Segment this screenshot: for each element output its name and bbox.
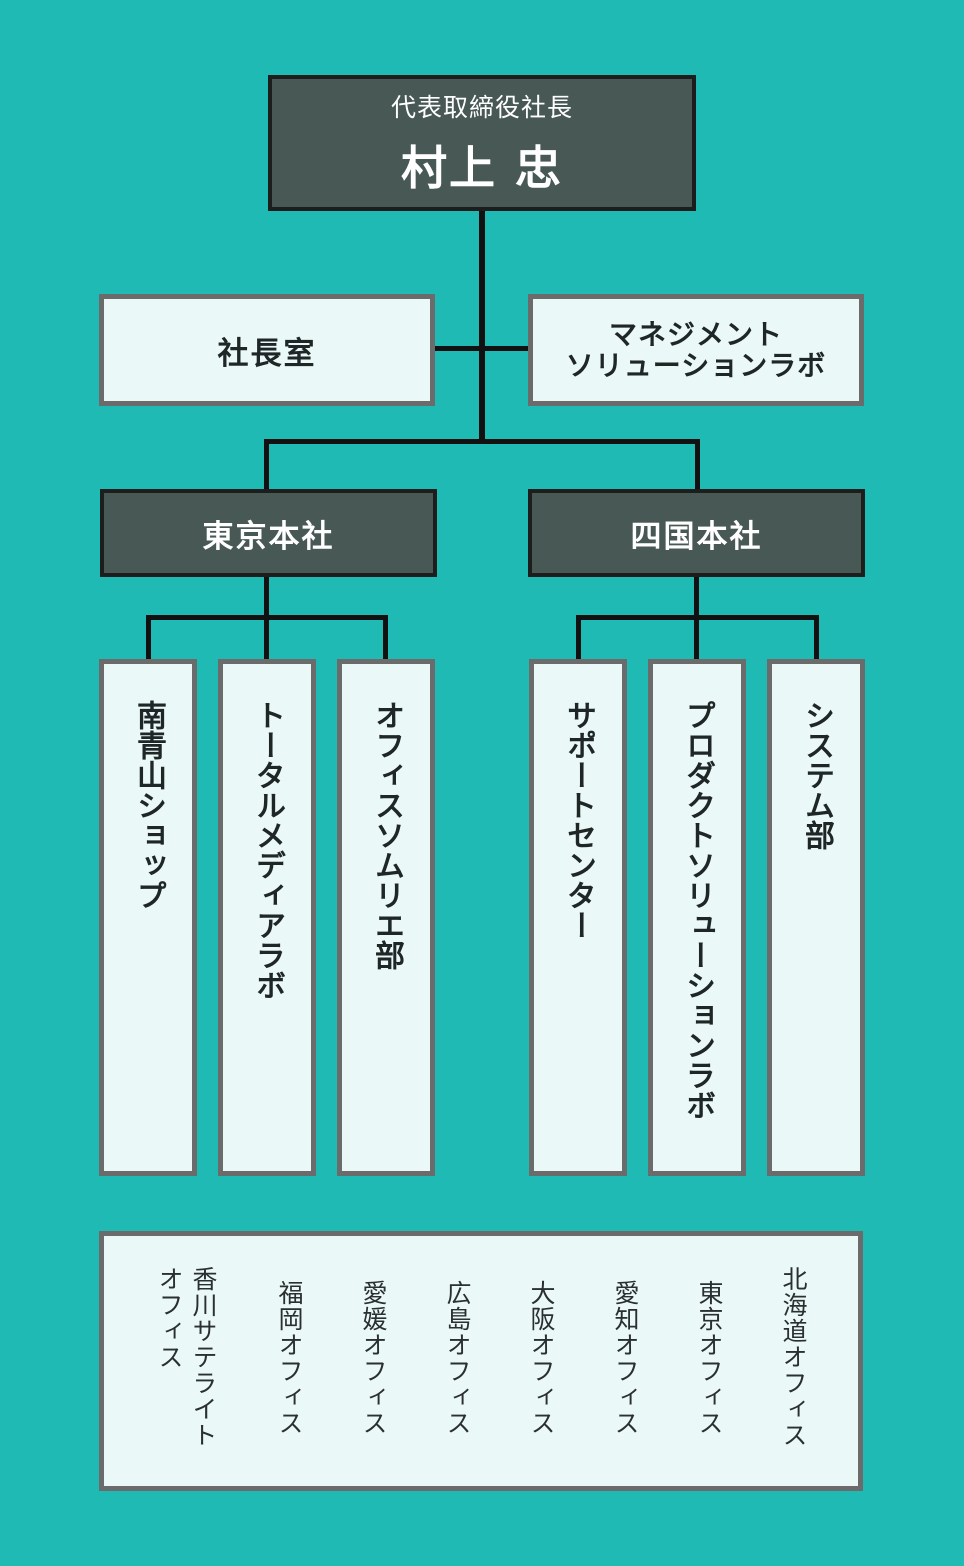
office-hokkaido: 北海道オフィス (779, 1266, 808, 1448)
connector-tokyo-dept-1 (146, 615, 151, 664)
office-aichi: 愛知オフィス (611, 1280, 640, 1436)
branch-shikoku-box: 四国本社 (528, 489, 865, 577)
management-lab-box: マネジメント ソリューションラボ (528, 294, 864, 406)
dept-label: トータルメディアラボ (250, 700, 285, 1000)
dept-box-total-media-lab: トータルメディアラボ (218, 659, 316, 1176)
dept-label: システム部 (799, 700, 834, 850)
ceo-title: 代表取締役社長 (390, 93, 573, 122)
ceo-box: 代表取締役社長 村上 忠 (268, 75, 696, 211)
connector-tokyo-drop (264, 439, 269, 493)
management-lab-label-line1: マネジメント (608, 318, 783, 351)
connector-shikoku-drop (695, 439, 700, 493)
dept-label: オフィスソムリエ部 (369, 700, 404, 970)
dept-label: 南青山ショップ (131, 700, 166, 910)
dept-label: サポートセンター (561, 700, 596, 940)
office-ehime: 愛媛オフィス (359, 1280, 388, 1436)
dept-box-system: システム部 (767, 659, 865, 1176)
dept-box-support-center: サポートセンター (529, 659, 627, 1176)
connector-branches-horizontal (264, 439, 700, 444)
office-osaka: 大阪オフィス (527, 1280, 556, 1436)
office-tokyo: 東京オフィス (695, 1280, 724, 1436)
connector-shikoku-horizontal (576, 615, 819, 620)
dept-label: プロダクトソリューションラボ (680, 700, 715, 1120)
president-office-box: 社長室 (99, 294, 435, 406)
office-hiroshima: 広島オフィス (443, 1280, 472, 1436)
branch-shikoku-label: 四国本社 (630, 518, 763, 555)
connector-tokyo-dept-3 (383, 615, 388, 664)
connector-shikoku-dept-1 (576, 615, 581, 664)
branch-tokyo-box: 東京本社 (100, 489, 437, 577)
offices-panel: 北海道オフィス 東京オフィス 愛知オフィス 大阪オフィス 広島オフィス 愛媛オフ… (99, 1231, 863, 1491)
president-office-label: 社長室 (217, 335, 317, 372)
connector-shikoku-dept-3 (814, 615, 819, 664)
dept-box-office-sommelier: オフィスソムリエ部 (337, 659, 435, 1176)
connector-staff (433, 346, 529, 351)
dept-box-minami-aoyama: 南青山ショップ (99, 659, 197, 1176)
management-lab-label-line2: ソリューションラボ (565, 349, 827, 382)
connector-tokyo-horizontal (146, 615, 388, 620)
branch-tokyo-label: 東京本社 (202, 518, 335, 555)
ceo-name: 村上 忠 (400, 141, 563, 195)
office-kagawa-satellite: 香川サテライトオフィス (155, 1266, 218, 1448)
connector-ceo-trunk (479, 209, 485, 444)
office-fukuoka: 福岡オフィス (275, 1280, 304, 1436)
dept-box-product-solution-lab: プロダクトソリューションラボ (648, 659, 746, 1176)
